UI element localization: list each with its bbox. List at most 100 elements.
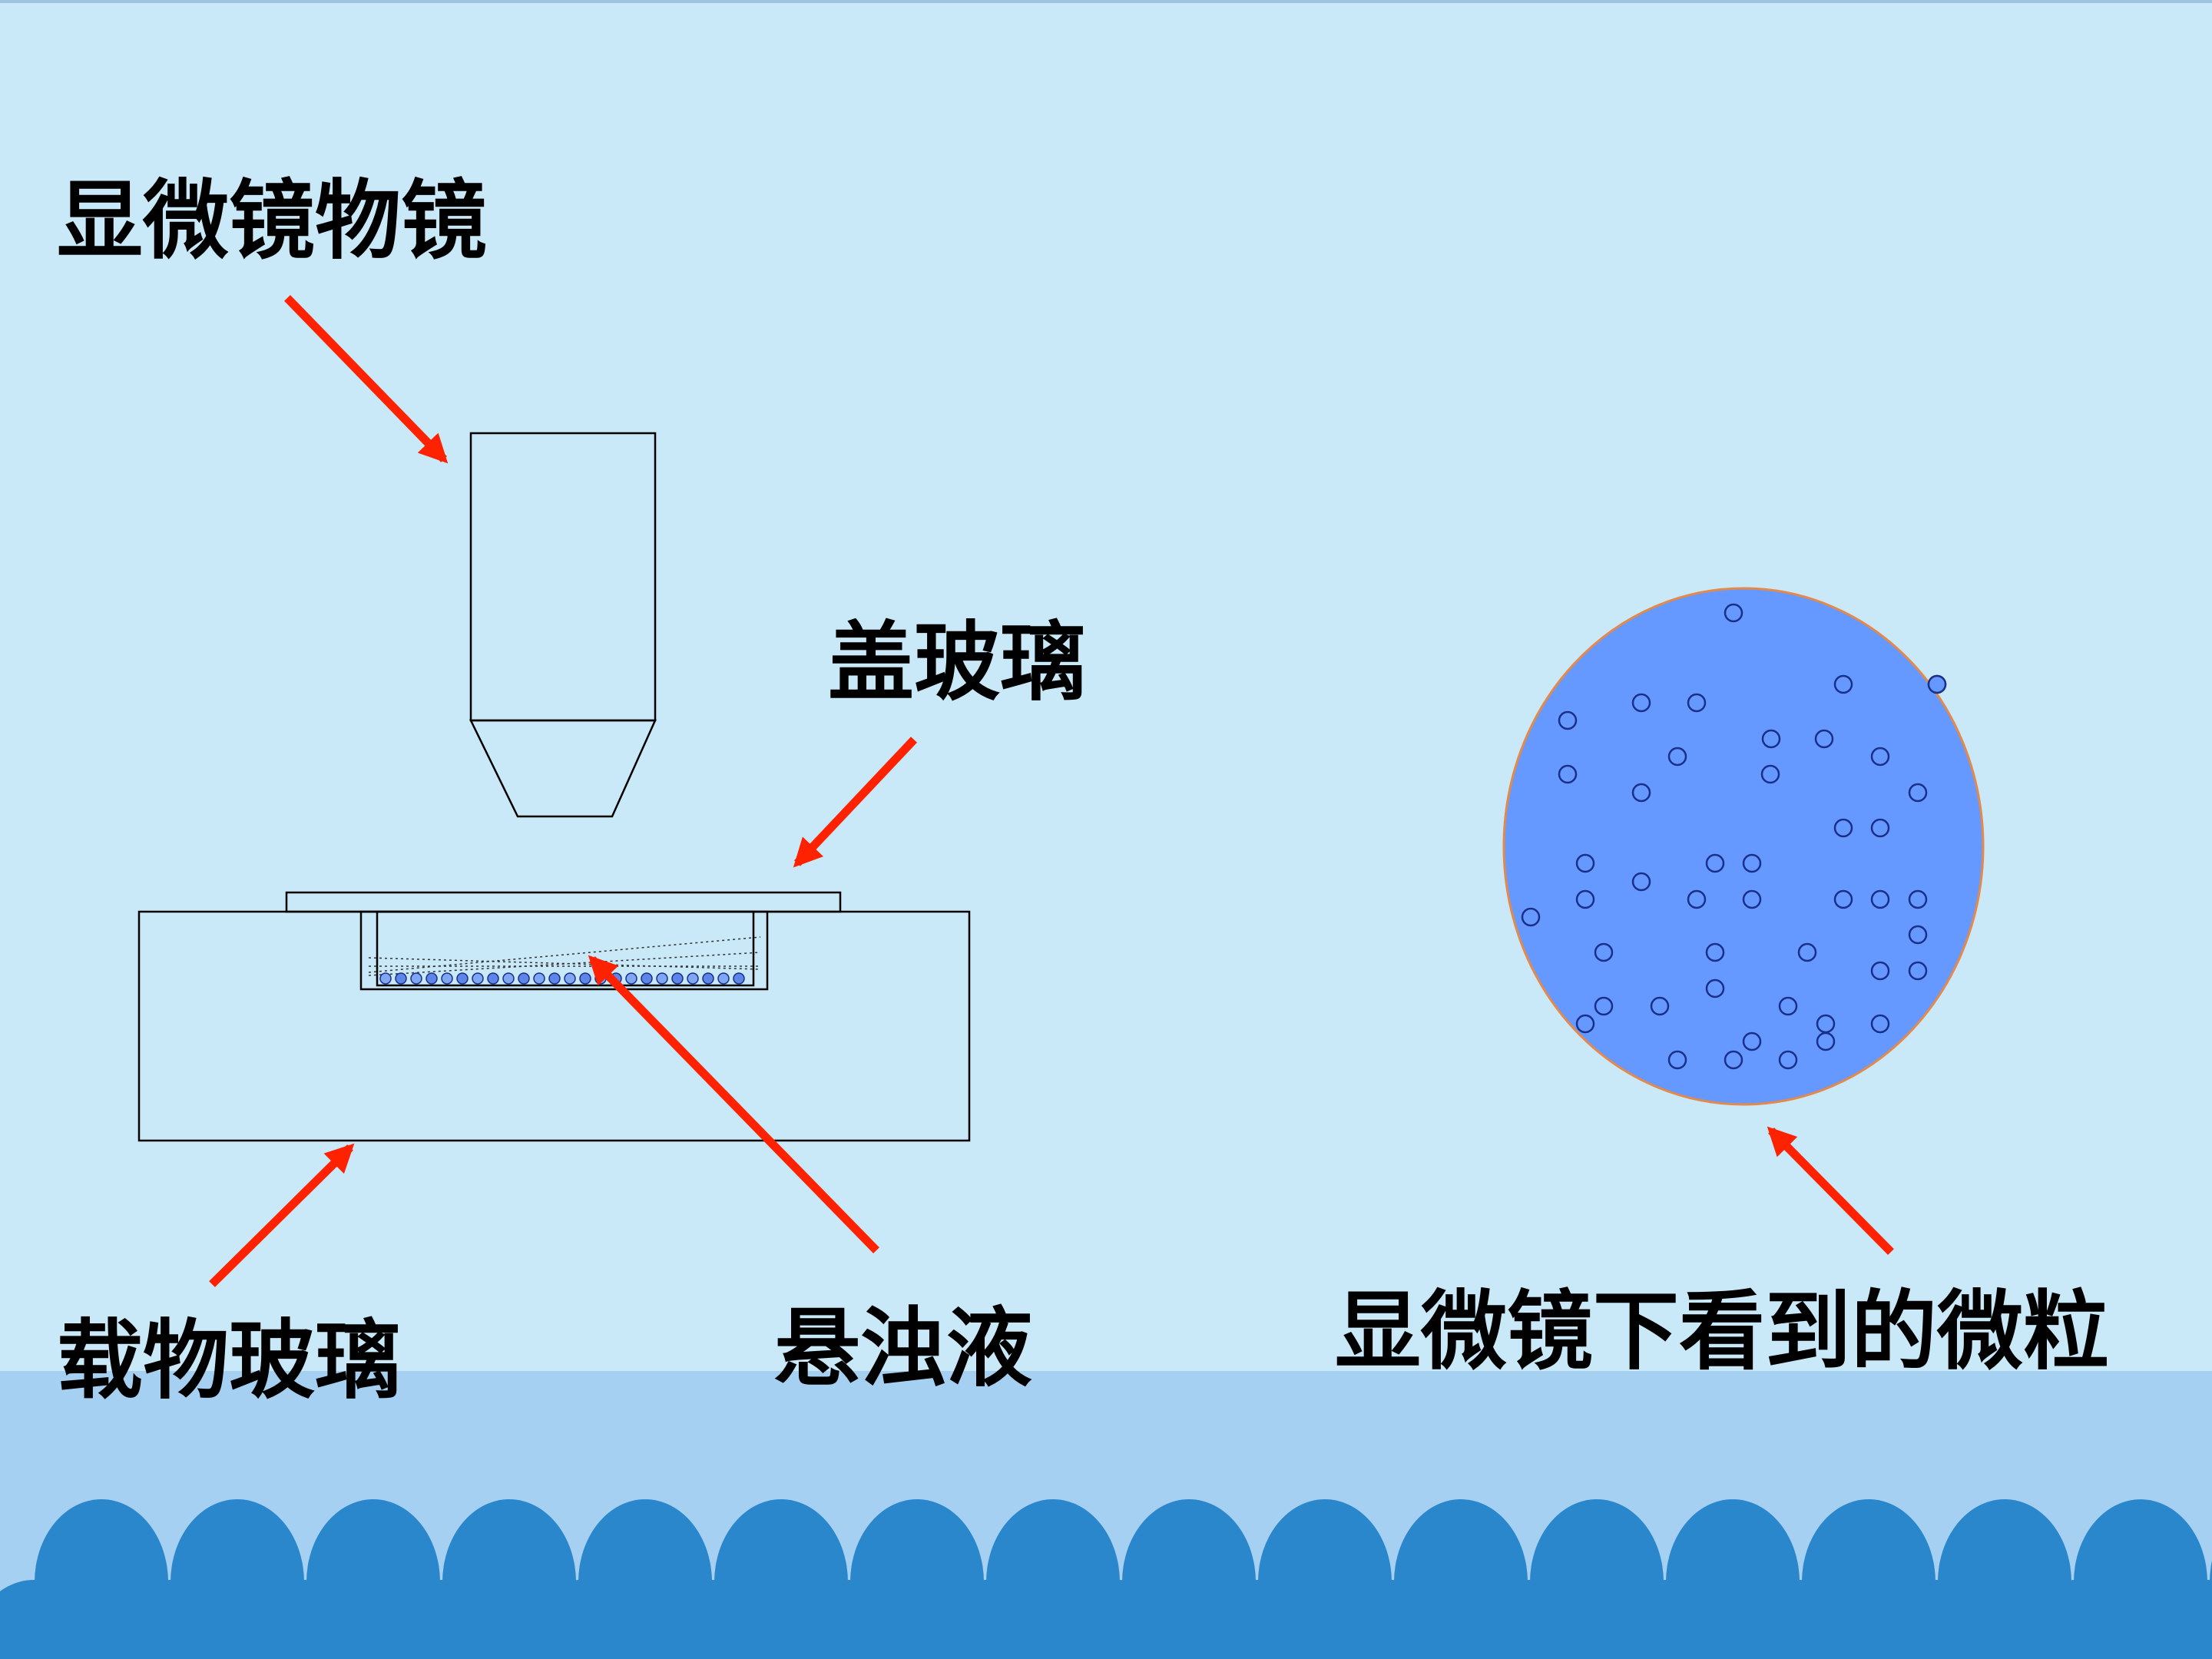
particle-circle-icon (1631, 872, 1651, 892)
particle-circle-icon (1908, 783, 1928, 803)
particle-circle-icon (1761, 729, 1781, 749)
suspension-liquid (368, 936, 761, 985)
wave-scale (1734, 1580, 1868, 1659)
wave-scale (2006, 1580, 2140, 1659)
wave-scale (1598, 1580, 1732, 1659)
particles-view-label: 显微镜下看到的微粒 (1335, 1281, 2109, 1382)
particle-circle-icon (1575, 889, 1595, 909)
particle-circle-icon (1816, 1031, 1836, 1051)
particle-circle-icon (1687, 889, 1707, 909)
slide-glass-shape (137, 910, 971, 1142)
wave-scale (647, 1580, 780, 1659)
particle-circle-icon (579, 972, 591, 985)
particle-circle-icon (1558, 764, 1578, 784)
particle-circle-icon (441, 972, 453, 985)
objective-arrow (284, 295, 449, 464)
particle-circle-icon (717, 972, 730, 985)
particle-circle-icon (1742, 1031, 1762, 1051)
cover-glass-label: 盖玻璃 (828, 612, 1086, 713)
wave-scale (239, 1580, 373, 1659)
wave-scale (1462, 1580, 1596, 1659)
particle-circle-icon (1631, 783, 1651, 803)
wave-scale (1870, 1580, 2004, 1659)
particle-circle-icon (1797, 942, 1817, 962)
cover-glass-arrow (793, 737, 917, 868)
wave-scale (2142, 1580, 2212, 1659)
particle-circle-icon (1908, 889, 1928, 909)
particle-circle-icon (379, 972, 392, 985)
particle-circle-icon (1742, 853, 1762, 873)
wave-scale (1326, 1580, 1460, 1659)
particle-circle-icon (533, 972, 545, 985)
particle-circle-icon (472, 972, 484, 985)
particle-circle-icon (641, 972, 653, 985)
wave-scale (783, 1580, 916, 1659)
cover-glass-shape (285, 891, 842, 913)
slide-glass-arrow (209, 1143, 355, 1287)
particle-circle-icon (1870, 1014, 1890, 1034)
particle-circle-icon (395, 972, 407, 985)
particle-circle-icon (1705, 979, 1725, 998)
particle-circle-icon (564, 972, 576, 985)
particle-circle-icon (1833, 674, 1853, 694)
objective-label: 显微镜物镜 (57, 171, 487, 271)
particle-circle-icon (1870, 961, 1890, 981)
particle-circle-icon (1870, 818, 1890, 838)
view-particles (1521, 603, 1947, 1070)
particle-circle-icon (1760, 764, 1780, 784)
wave-scale (919, 1580, 1052, 1659)
particle-circle-icon (1724, 603, 1743, 623)
particle-circle-icon (410, 972, 422, 985)
particle-circle-icon (1908, 925, 1928, 945)
particle-circle-icon (733, 972, 745, 985)
particle-circle-icon (1594, 996, 1614, 1016)
particle-circle-icon (1814, 729, 1834, 749)
particle-circle-icon (702, 972, 714, 985)
particle-circle-icon (456, 972, 469, 985)
suspension-particles (379, 972, 745, 985)
particle-circle-icon (671, 972, 684, 985)
wave-scale (511, 1580, 644, 1659)
particle-circle-icon (1705, 853, 1725, 873)
particle-circle-icon (518, 972, 530, 985)
wave-scale (1190, 1580, 1324, 1659)
slide-glass-diagram (137, 891, 971, 1142)
particle-circle-icon (502, 972, 515, 985)
particle-circle-icon (656, 972, 668, 985)
suspension-arrow (588, 955, 879, 1253)
particle-circle-icon (1742, 889, 1762, 909)
particle-circle-icon (1870, 889, 1890, 909)
view-disc-arrow (1767, 1126, 1894, 1255)
particle-circle-icon (1575, 853, 1595, 873)
particle-circle-icon (1833, 818, 1853, 838)
suspension-label: 悬浊液 (774, 1298, 1032, 1399)
particle-circle-icon (1778, 996, 1798, 1016)
particle-circle-icon (1908, 961, 1928, 981)
particle-circle-icon (1705, 942, 1725, 962)
particle-circle-icon (625, 972, 637, 985)
microscope-objective-icon (469, 432, 657, 818)
particle-circle-icon (1870, 747, 1890, 767)
particle-circle-icon (1667, 1050, 1687, 1070)
particle-circle-icon (687, 972, 699, 985)
particle-circle-icon (1927, 674, 1947, 694)
particle-circle-icon (1833, 889, 1853, 909)
particle-circle-icon (548, 972, 561, 985)
particle-circle-icon (1594, 942, 1614, 962)
particle-circle-icon (487, 972, 499, 985)
particle-circle-icon (426, 972, 438, 985)
top-border-line (0, 0, 2212, 3)
microscope-view-disc (1502, 587, 1985, 1106)
wave-scale (1055, 1580, 1188, 1659)
particle-circle-icon (1724, 1050, 1743, 1070)
particle-circle-icon (1631, 693, 1651, 713)
particle-circle-icon (1521, 907, 1541, 927)
wave-scale (0, 1580, 101, 1659)
wave-scale (375, 1580, 508, 1659)
particle-circle-icon (1575, 1014, 1595, 1034)
particle-circle-icon (1687, 693, 1707, 713)
particle-circle-icon (1778, 1050, 1798, 1070)
wave-scale (103, 1580, 237, 1659)
slide-glass-label: 载物玻璃 (57, 1310, 401, 1411)
